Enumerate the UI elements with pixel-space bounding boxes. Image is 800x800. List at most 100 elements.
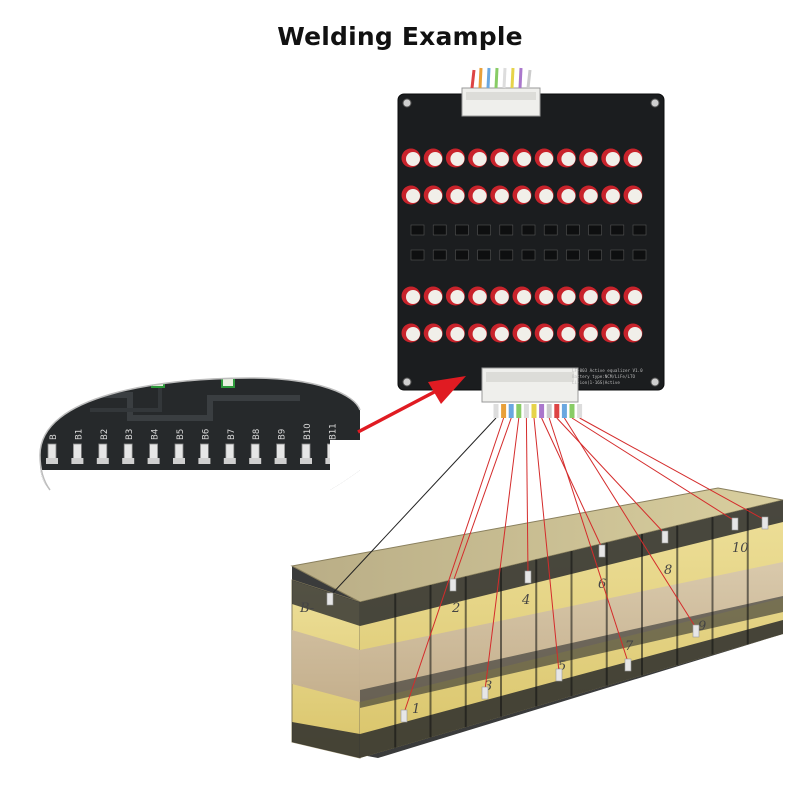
balance-wire [533, 417, 560, 673]
solder-tab [481, 686, 489, 700]
chip [432, 249, 447, 261]
capacitor [534, 185, 554, 205]
balance-wire [525, 417, 529, 575]
capacitor [401, 286, 421, 306]
connector-pin [174, 443, 184, 461]
wire-sleeve [569, 404, 575, 418]
capacitor [468, 148, 488, 168]
capacitor [490, 185, 510, 205]
capacitor [534, 148, 554, 168]
cell-number: 3 [484, 679, 492, 694]
pin-base [173, 458, 185, 464]
board-text-1: LF-003 Active equalizer V1.0 [572, 368, 643, 373]
solder-tab [731, 517, 739, 531]
pin-base [46, 458, 58, 464]
chip [632, 224, 647, 236]
capacitor [468, 185, 488, 205]
solder-tab [400, 709, 408, 723]
chip [477, 224, 491, 236]
connector-pin [301, 443, 311, 461]
balance-label: B2 [100, 429, 110, 440]
connector-pin [276, 443, 286, 461]
pin-base [223, 458, 236, 464]
balance-label: B8 [252, 429, 262, 440]
capacitor [490, 323, 510, 343]
capacitor [534, 323, 554, 343]
connector-pin [123, 443, 133, 461]
chip [477, 249, 491, 261]
balance-label: B9 [278, 429, 288, 440]
cell-number: 6 [598, 577, 606, 592]
chip [610, 249, 625, 261]
solder-tab [692, 624, 700, 638]
page-title: Welding Example [277, 22, 523, 51]
capacitor [601, 185, 621, 205]
solder-tab [761, 516, 769, 530]
capacitor [445, 323, 465, 343]
capacitor [423, 286, 443, 306]
chip [632, 249, 647, 261]
pin-base [122, 458, 135, 464]
balance-label: B6 [201, 429, 211, 440]
wire-sleeve [508, 404, 514, 418]
balance-wire [484, 417, 520, 691]
wire-sleeve [523, 404, 529, 418]
chip [610, 224, 625, 236]
balance-wire [548, 417, 629, 663]
cell-number: 9 [698, 619, 706, 634]
solder-tab [598, 544, 606, 558]
connector-pin [149, 443, 159, 461]
capacitor [579, 185, 599, 205]
capacitor [623, 148, 643, 168]
pin-base [300, 458, 312, 464]
cell-number: 1 [412, 702, 420, 717]
balance-label: B1 [74, 429, 84, 440]
capacitor [601, 148, 621, 168]
capacitor [490, 148, 510, 168]
chip [566, 224, 580, 236]
capacitor [490, 286, 510, 306]
capacitor [512, 148, 532, 168]
chip [455, 224, 469, 236]
capacitor [556, 286, 576, 306]
pin-base [249, 458, 262, 464]
balance-wire [556, 417, 666, 535]
capacitor [623, 185, 643, 205]
cell-number: 10 [732, 541, 749, 556]
chip [410, 249, 425, 261]
balance-label: B10 [303, 423, 313, 440]
wire-sleeve [577, 404, 583, 418]
balance-label: B5 [176, 429, 186, 440]
wire-sleeve [531, 404, 537, 418]
chip [566, 249, 580, 261]
capacitor [445, 185, 465, 205]
wire-sleeve [539, 404, 545, 418]
solder-tab [624, 658, 632, 672]
wire-sleeve [546, 404, 552, 418]
chip [410, 224, 425, 236]
connector-pin [199, 443, 209, 461]
pin-base [96, 458, 109, 464]
capacitor [579, 148, 599, 168]
board-text-3: Li-ion(1-16S)Active [572, 380, 620, 385]
connector-pin [98, 443, 108, 461]
chip [588, 249, 602, 261]
cell-number: 8 [664, 563, 672, 578]
capacitor [512, 286, 532, 306]
solder-tab [661, 530, 669, 544]
balance-label: B4 [151, 429, 161, 440]
bottom-connector [481, 367, 579, 403]
mounting-holes [402, 98, 660, 387]
capacitor [423, 185, 443, 205]
capacitor [423, 323, 443, 343]
solder-tab [326, 592, 334, 606]
cell-dividers [394, 508, 749, 748]
board-text-2: Battery type:NCM/LiFe/LTO [572, 374, 636, 379]
capacitor [401, 148, 421, 168]
capacitor [468, 323, 488, 343]
cell-number: 2 [451, 601, 460, 616]
